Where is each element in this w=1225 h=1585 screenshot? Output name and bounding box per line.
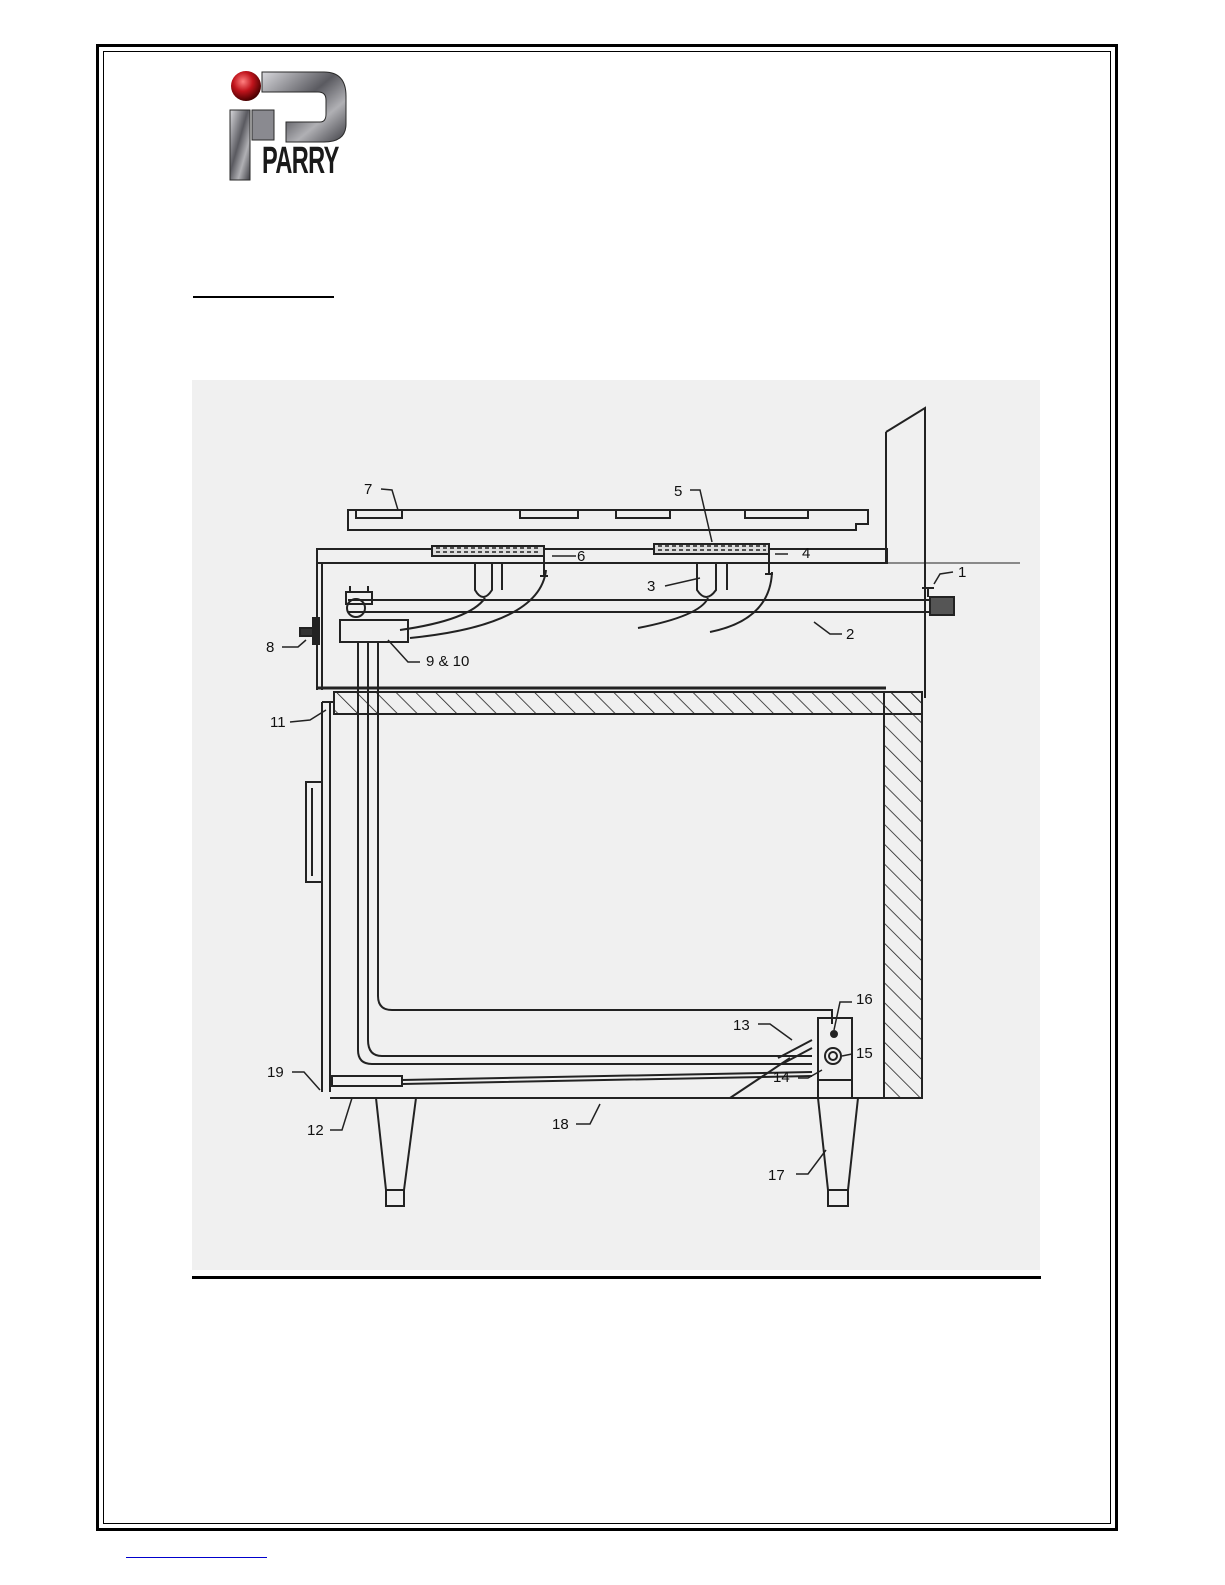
footer-link-underline[interactable]	[126, 1557, 267, 1558]
callout-8: 8	[266, 639, 274, 656]
callout-14: 14	[773, 1069, 790, 1086]
callout-1: 1	[958, 564, 966, 581]
callout-18: 18	[552, 1116, 569, 1133]
callout-2: 2	[846, 626, 854, 643]
callout-19: 19	[267, 1064, 284, 1081]
callout-5: 5	[674, 483, 682, 500]
section-divider	[192, 1276, 1041, 1279]
callout-9-10: 9 & 10	[426, 653, 469, 670]
callout-6: 6	[577, 548, 585, 565]
callout-11: 11	[270, 714, 286, 731]
callout-7: 7	[364, 481, 372, 498]
callout-3: 3	[647, 578, 655, 595]
callout-15: 15	[856, 1045, 873, 1062]
callout-13: 13	[733, 1017, 750, 1034]
callout-17: 17	[768, 1167, 785, 1184]
callout-16: 16	[856, 991, 873, 1008]
callout-12: 12	[307, 1122, 324, 1139]
callout-4: 4	[802, 545, 810, 562]
